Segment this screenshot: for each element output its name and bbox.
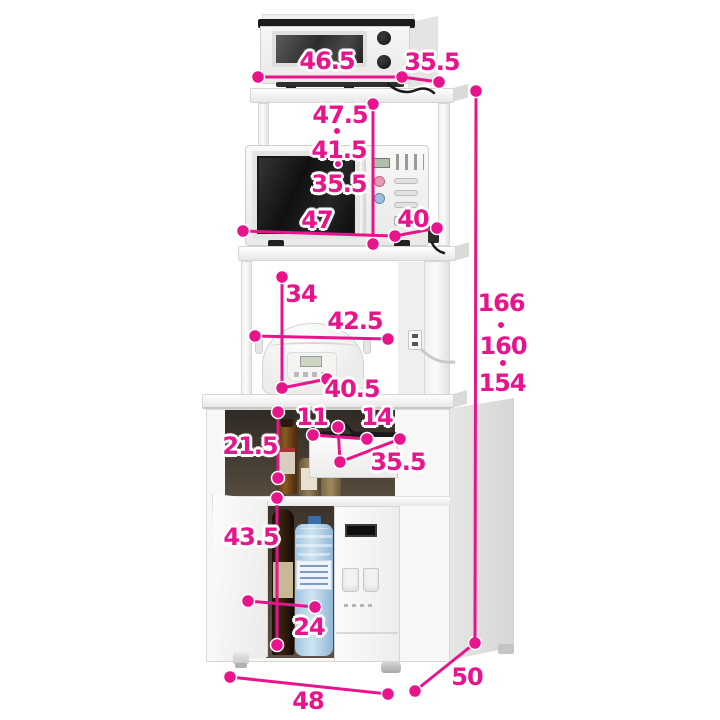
- cooker-post-left: [241, 261, 252, 395]
- dim-overall-depth: 50: [451, 663, 483, 691]
- dim-cabinet-width: 24: [293, 613, 325, 641]
- toaster-oven-window: [272, 31, 367, 67]
- microwave-button-pill-2: [394, 190, 418, 196]
- dim-overall-height-3: 154: [478, 369, 526, 397]
- cabinet-door-open: [212, 493, 268, 662]
- water-bottle-ridges: [296, 528, 332, 556]
- rice-cooker-buttons: [294, 372, 330, 377]
- water-bottle-label-text: [300, 565, 328, 585]
- microwave-display: [373, 158, 390, 168]
- middle-shelf-side: [454, 242, 469, 261]
- rice-stocker-drawer-seam: [336, 632, 398, 634]
- rice-cooker-lid-seam: [268, 342, 358, 352]
- toaster-oven-top-strip: [258, 19, 415, 28]
- foot-front-center: [381, 662, 401, 673]
- dim-microwave-depth: 40: [397, 205, 429, 233]
- rice-cooker-lcd: [300, 356, 322, 367]
- dim-tray-width-right: 14: [361, 403, 393, 431]
- dim-cooker-height: 34: [285, 280, 317, 308]
- cabinet-divider-shelf: [212, 496, 450, 506]
- microwave-door-glass: [259, 158, 353, 232]
- rice-stocker-vent-dashes: [344, 604, 374, 607]
- power-outlet: [408, 330, 422, 350]
- microwave-foot-left: [268, 240, 284, 247]
- power-outlet-slot-top: [412, 334, 418, 338]
- microwave-plug: [428, 226, 439, 243]
- rice-cooker-handle-right: [363, 338, 371, 354]
- microwave-button-blue: [374, 193, 385, 204]
- dim-cooker-width: 42.5: [327, 307, 383, 335]
- foot-front-left-base: [235, 663, 247, 668]
- water-bottle-cap: [308, 516, 321, 525]
- microwave-foot-right: [394, 240, 410, 247]
- toaster-base-rail: [276, 82, 404, 87]
- dim-toaster-depth: 35.5: [404, 48, 460, 76]
- toaster-knob-bottom: [377, 55, 391, 69]
- foot-back-right: [498, 644, 514, 654]
- microwave-button-pink: [374, 176, 385, 187]
- rice-stocker-lever-right: [363, 568, 379, 592]
- dim-microwave-height-3: 35.5: [311, 170, 367, 198]
- dim-overall-height-1: 166: [477, 289, 525, 317]
- dim-overall-height-2: 160: [479, 332, 527, 360]
- microwave-door-handle: [360, 154, 366, 236]
- toaster-knob-top: [377, 31, 391, 45]
- cooker-right-panel: [424, 261, 450, 395]
- rice-stocker-display: [345, 524, 377, 537]
- dim-microwave-width: 47: [301, 206, 333, 234]
- slide-shelf-side: [452, 390, 467, 408]
- dim-microwave-height-1: 47.5: [312, 101, 368, 129]
- power-outlet-slot-bottom: [412, 342, 418, 346]
- water-bottle: [295, 524, 333, 656]
- cooker-inner-wall: [398, 262, 425, 394]
- middle-shelf: [238, 246, 456, 261]
- microwave-button-pill-3: [394, 202, 418, 208]
- spice-bottle-tall-cap: [281, 419, 293, 427]
- dim-tray-height: 21.5: [222, 432, 278, 460]
- top-shelf-side: [452, 84, 468, 102]
- rice-stocker-lever-left: [342, 568, 359, 592]
- dim-cooker-slide-depth: 40.5: [324, 375, 380, 403]
- foot-front-left: [233, 652, 249, 664]
- dim-toaster-width: 46.5: [299, 47, 355, 75]
- dim-tray-width-left: 11: [296, 403, 328, 431]
- microwave-vents: [396, 154, 424, 170]
- dim-cabinet-height: 43.5: [223, 523, 279, 551]
- slide-out-shelf: [202, 394, 454, 409]
- dim-microwave-height-2: 41.5: [311, 136, 367, 164]
- cabinet-side-panel: [450, 398, 514, 660]
- dim-overall-width: 48: [292, 687, 324, 715]
- microwave-start-button: [394, 216, 420, 226]
- microwave-button-pill-1: [394, 178, 418, 184]
- beer-bottle-label: [273, 562, 293, 598]
- dim-tray-depth: 35.5: [370, 448, 426, 476]
- rack-post-right: [438, 103, 450, 246]
- rice-cooker-handle-left: [255, 338, 263, 354]
- spice-bottle-tall-label: [279, 448, 295, 474]
